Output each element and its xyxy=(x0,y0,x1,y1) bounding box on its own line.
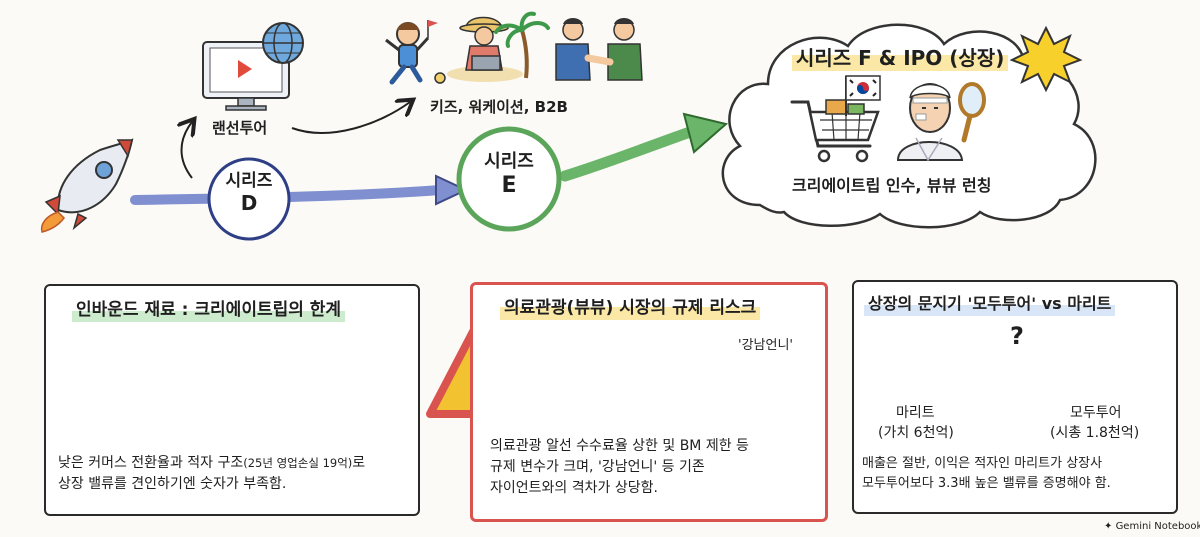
medical-body-line3: 자이언트와의 격차가 상당함. xyxy=(490,480,658,496)
shopping-cart-icon xyxy=(790,99,880,163)
cloud-title: 시리즈 F & IPO (상장) xyxy=(792,42,1009,71)
starburst-icon xyxy=(1009,25,1083,93)
footer-brand: ✦ Gemini Notebook xyxy=(1104,521,1200,532)
marit-name: 마리트 xyxy=(896,405,935,421)
series-d-line2: D xyxy=(240,190,258,215)
inbound-body-small: (25년 영업손실 19억) xyxy=(243,456,353,470)
lancer-tour-label: 랜선투어 xyxy=(212,119,268,137)
series-e-circle xyxy=(456,126,562,232)
monitor-globe-icon xyxy=(202,22,304,111)
gatekeeper-panel xyxy=(852,280,1178,514)
medical-body-line1: 의료관광 알선 수수료율 상한 및 BM 제한 등 xyxy=(490,438,749,454)
korea-flag-icon xyxy=(845,75,881,116)
green-arrow xyxy=(559,112,729,182)
blue-arrow xyxy=(130,174,469,206)
gatekeeper-title: 상장의 문지기 '모두투어' vs 마리트 xyxy=(864,292,1116,316)
medical-title: 의료관광(뷰뷰) 시장의 규제 리스크 xyxy=(500,296,761,320)
inbound-body-line1: 낮은 커머스 전환율과 적자 구조(25년 영업손실 19억)로 xyxy=(58,453,414,474)
inbound-body-main: 낮은 커머스 전환율과 적자 구조 xyxy=(58,455,244,471)
inbound-body: 낮은 커머스 전환율과 적자 구조(25년 영업손실 19억)로 상장 밸류를 … xyxy=(58,453,414,495)
cloud-caption: 크리에이트립 인수, 뷰뷰 런칭 xyxy=(792,176,992,195)
workation-icon xyxy=(447,16,523,82)
inbound-body-end: 로 xyxy=(352,455,366,471)
kid-icon xyxy=(385,20,446,85)
footer-brand-text: Gemini Notebook xyxy=(1115,521,1200,532)
medical-body-line2: 규제 변수가 크며, '강남언니' 등 기존 xyxy=(490,459,705,475)
marit-value: (가치 6천억) xyxy=(878,425,954,441)
inbound-panel xyxy=(44,284,420,516)
gatekeeper-body: 매출은 절반, 이익은 적자인 마리트가 상장사 모두투어보다 3.3배 높은 … xyxy=(862,454,1174,494)
series-d-label: 시리즈 D xyxy=(209,171,289,215)
rocket-icon xyxy=(40,138,134,233)
inbound-title: 인바운드 재료 : 크리에이트립의 한계 xyxy=(72,298,346,322)
gangnam-tag: '강남언니' xyxy=(738,338,793,353)
series-d-circle xyxy=(207,157,291,241)
handshake-icon xyxy=(555,18,643,81)
question-mark: ? xyxy=(1010,322,1024,350)
series-e-line1: 시리즈 xyxy=(484,151,534,172)
curve-arrow-right xyxy=(291,102,410,134)
series-e-label: 시리즈 E xyxy=(459,151,559,198)
medical-panel xyxy=(470,282,828,522)
patient-mirror-icon xyxy=(896,82,986,162)
gatekeeper-body-line2: 모두투어보다 3.3배 높은 밸류를 증명해야 함. xyxy=(862,476,1111,491)
sparkle-icon: ✦ xyxy=(1104,521,1116,532)
series-d-line1: 시리즈 xyxy=(225,171,273,191)
expansion-label: 키즈, 워케이션, B2B xyxy=(430,98,568,116)
modutour-name: 모두투어 xyxy=(1070,405,1122,421)
medical-body: 의료관광 알선 수수료율 상한 및 BM 제한 등 규제 변수가 크며, '강남… xyxy=(490,436,824,499)
modutour-value: (시총 1.8천억) xyxy=(1050,425,1140,441)
series-e-line2: E xyxy=(501,172,517,198)
palm-tree-icon xyxy=(494,11,550,79)
gatekeeper-body-line1: 매출은 절반, 이익은 적자인 마리트가 상장사 xyxy=(862,456,1103,471)
curve-arrow-up xyxy=(182,122,193,179)
inbound-body-line2: 상장 밸류를 견인하기엔 숫자가 부족함. xyxy=(58,476,287,492)
